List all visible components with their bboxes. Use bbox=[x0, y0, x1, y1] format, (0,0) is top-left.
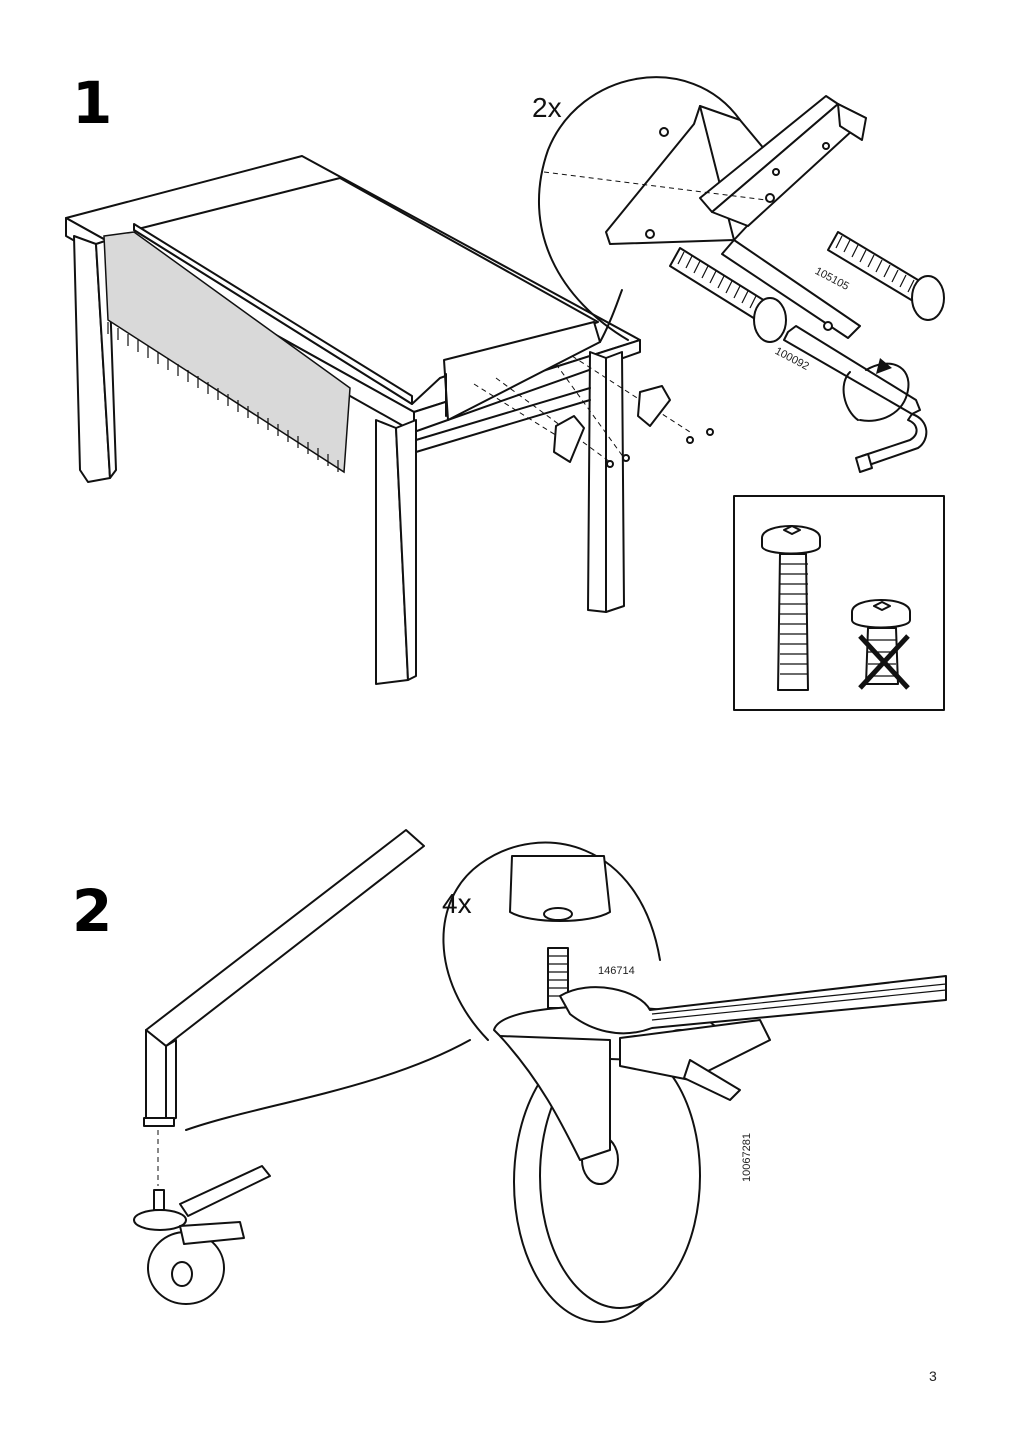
step1-illustration bbox=[65, 76, 945, 711]
step-number: 2 bbox=[72, 877, 113, 945]
wrench-icon bbox=[559, 975, 947, 1035]
wrong-bolt-icon bbox=[851, 599, 911, 690]
caster-icon bbox=[133, 1189, 245, 1305]
leg-icon bbox=[143, 829, 425, 1127]
wrench-icon bbox=[179, 1165, 271, 1217]
caster-icon bbox=[493, 855, 771, 1323]
rotate-arrow-icon bbox=[842, 358, 910, 422]
step-number: 1 bbox=[72, 69, 113, 137]
screw-icon bbox=[606, 428, 714, 468]
correct-bolt-icon bbox=[761, 525, 821, 691]
fabric-panel-icon bbox=[103, 231, 351, 474]
quantity-label: 2x bbox=[532, 92, 562, 123]
quantity-label: 4x bbox=[442, 888, 472, 919]
bracket-icon bbox=[543, 95, 867, 339]
page-number: 3 bbox=[929, 1368, 937, 1384]
part-code: 146714 bbox=[598, 965, 635, 977]
allen-key-icon bbox=[783, 325, 928, 473]
blind-roll-icon bbox=[133, 177, 601, 421]
bracket-icon bbox=[553, 385, 671, 463]
bolt-icon bbox=[669, 231, 945, 343]
part-code: 10067281 bbox=[741, 1133, 753, 1182]
